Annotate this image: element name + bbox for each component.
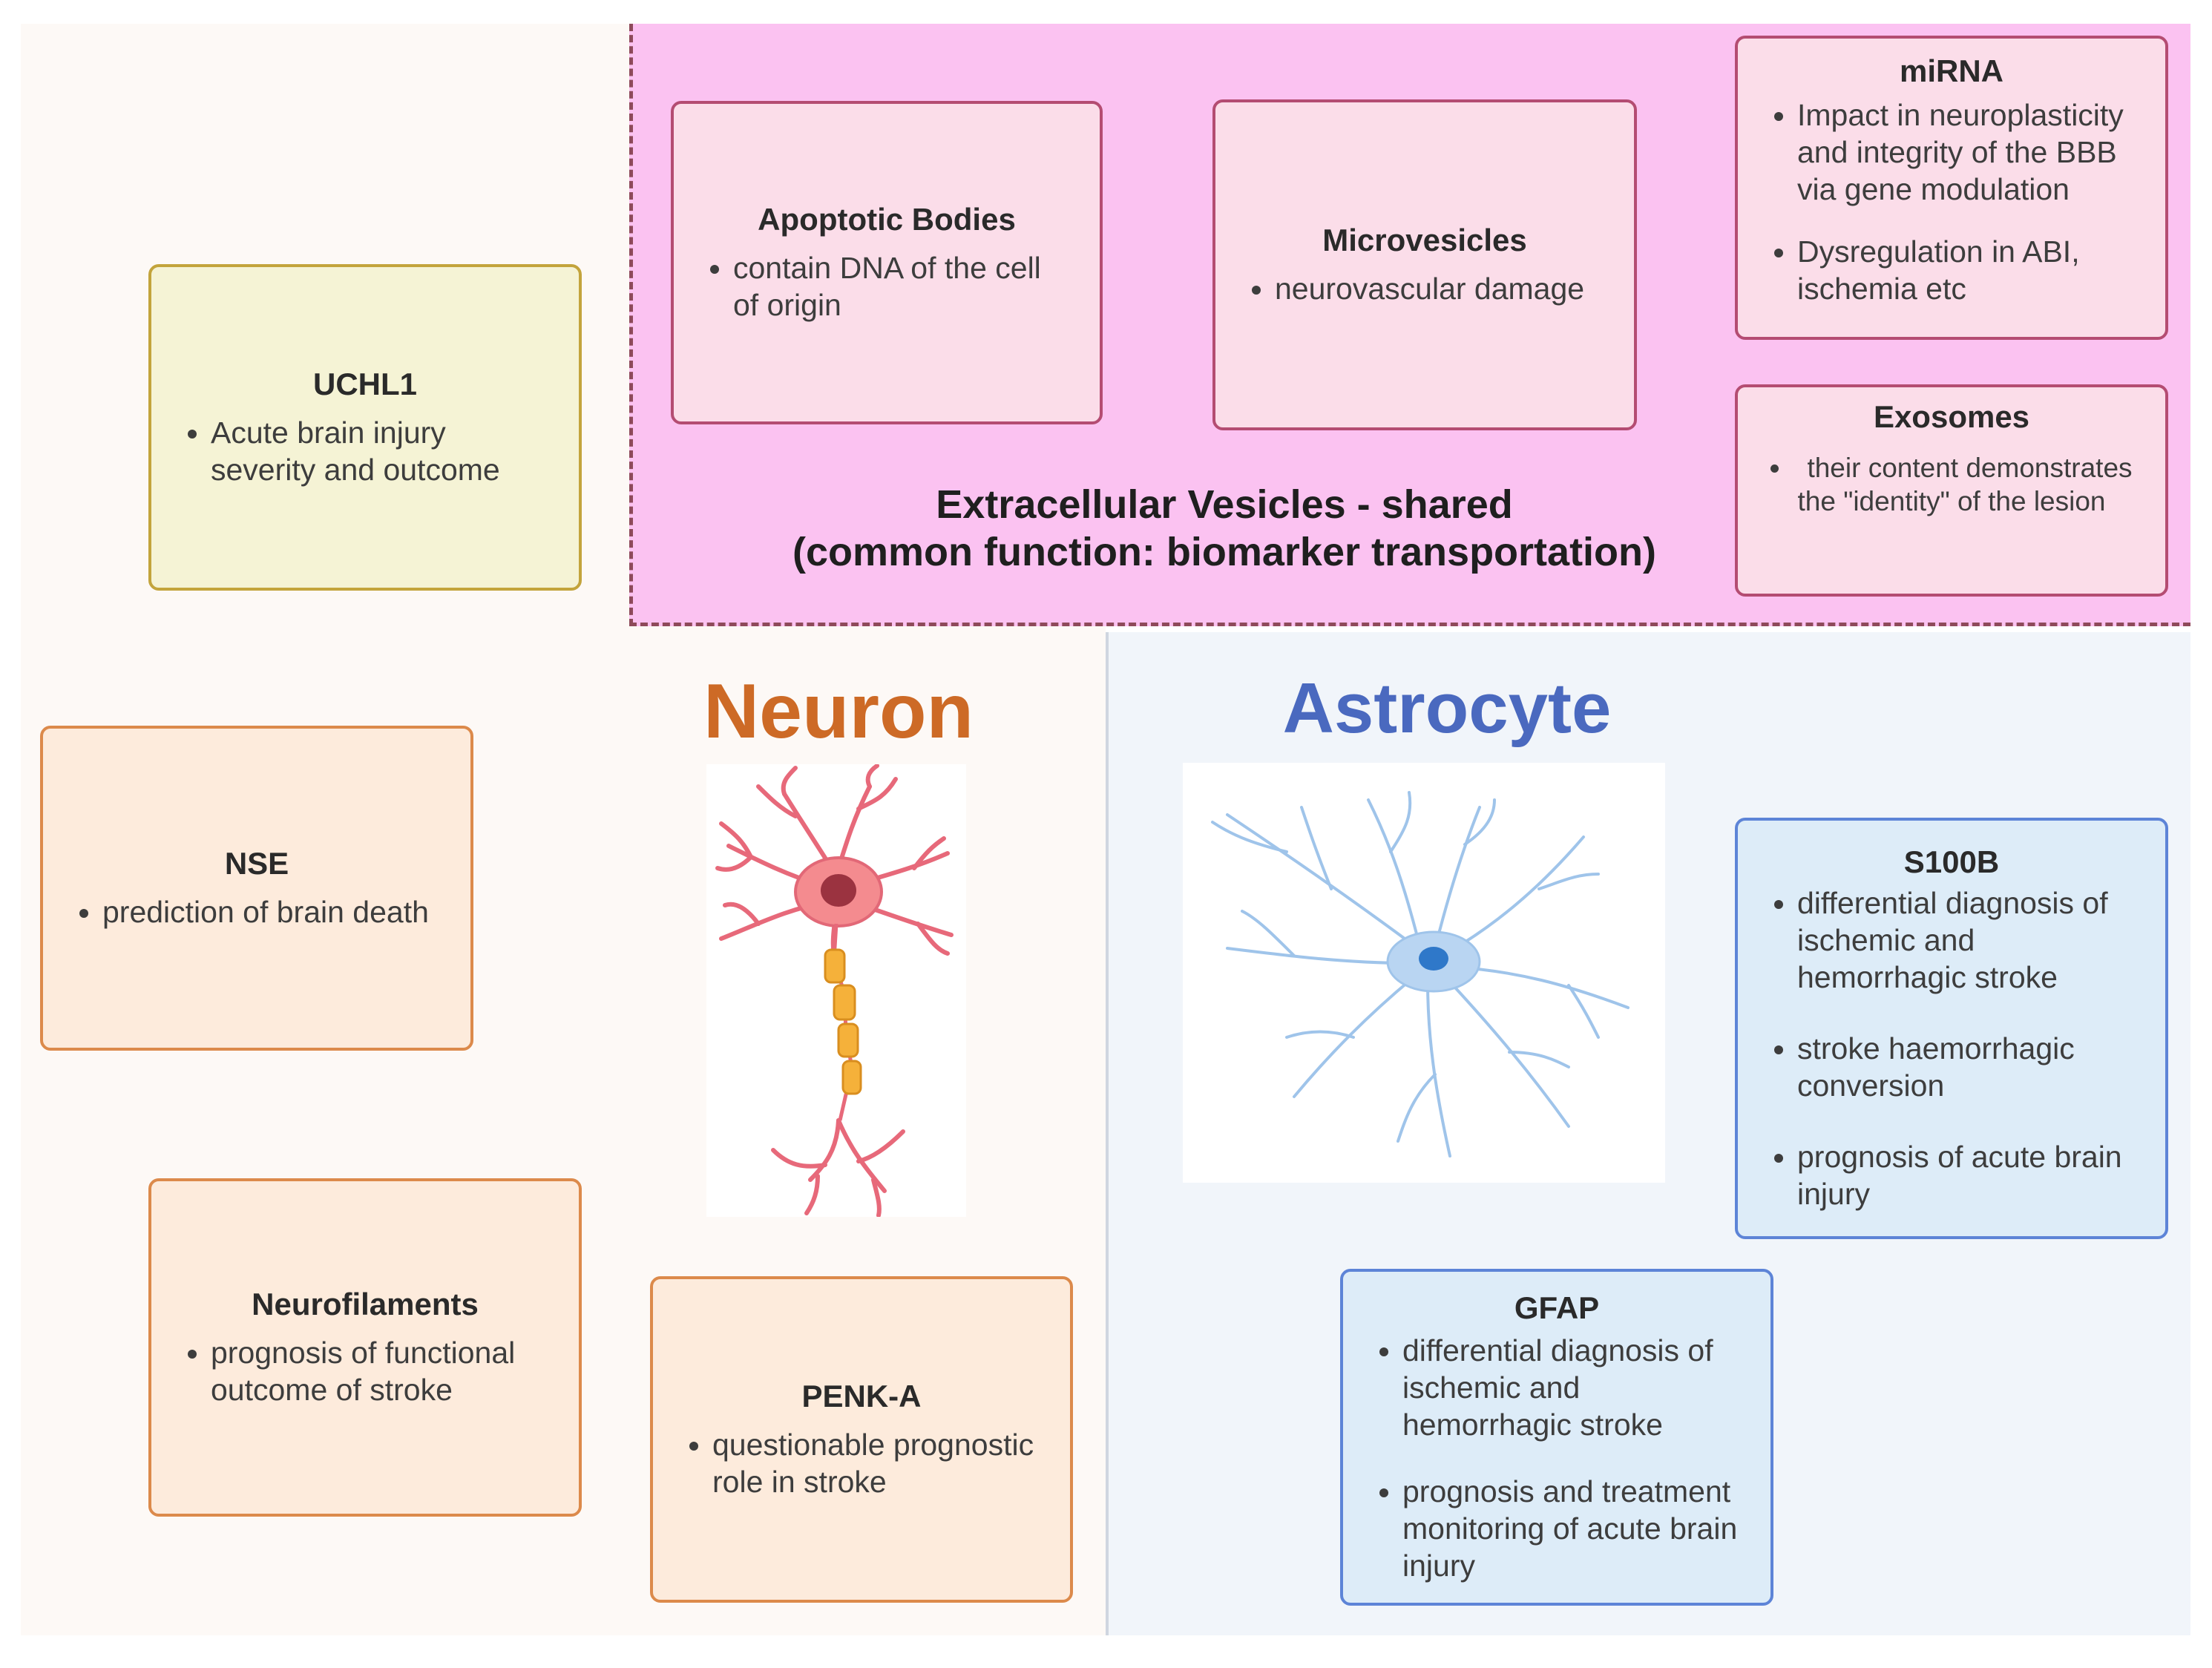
card-title: Apoptotic Bodies	[758, 202, 1016, 237]
bullet-item: neurovascular damage	[1275, 270, 1609, 307]
card-bullets: prognosis of functional outcome of strok…	[177, 1334, 554, 1408]
ev-title-line: Extracellular Vesicles - shared	[936, 482, 1513, 527]
bullet-item: prognosis of functional outcome of strok…	[211, 1334, 554, 1408]
card-gfap: GFAP differential diagnosis of ischemic …	[1340, 1269, 1773, 1606]
card-exosomes: Exosomes their content demonstrates the …	[1735, 384, 2168, 597]
card-title: Microvesicles	[1322, 223, 1527, 257]
bullet-item: Impact in neuroplasticity and integrity …	[1797, 96, 2140, 208]
card-bullets: their content demonstrates the "identity…	[1763, 451, 2140, 518]
bullet-item: Dysregulation in ABI, ischemia etc	[1797, 233, 2140, 307]
bullet-item: prediction of brain death	[102, 893, 445, 930]
card-bullets: differential diagnosis of ischemic and h…	[1368, 1332, 1745, 1584]
ev-section-title: Extracellular Vesicles - shared (common …	[757, 481, 1692, 576]
bullet-item: prognosis and treatment monitoring of ac…	[1402, 1473, 1745, 1584]
card-uchl1: UCHL1 Acute brain injury severity and ou…	[148, 264, 582, 591]
card-neurofilaments: Neurofilaments prognosis of functional o…	[148, 1178, 582, 1517]
card-mirna: miRNA Impact in neuroplasticity and inte…	[1735, 36, 2168, 340]
bullet-item: prognosis of acute brain injury	[1797, 1138, 2140, 1212]
card-title: NSE	[224, 846, 289, 881]
bullet-item: differential diagnosis of ischemic and h…	[1797, 884, 2140, 996]
card-title: PENK-A	[801, 1379, 922, 1413]
card-bullets: prediction of brain death	[68, 893, 445, 930]
bullet-item: Acute brain injury severity and outcome	[211, 414, 554, 488]
card-title: Neurofilaments	[252, 1287, 479, 1321]
card-title: miRNA	[1899, 53, 2003, 88]
card-title: GFAP	[1514, 1290, 1600, 1325]
card-title: Exosomes	[1873, 399, 2030, 434]
card-s100b: S100B differential diagnosis of ischemic…	[1735, 818, 2168, 1239]
card-microvesicles: Microvesicles neurovascular damage	[1212, 99, 1637, 430]
bullet-item: differential diagnosis of ischemic and h…	[1402, 1332, 1745, 1443]
neuron-title: Neuron	[703, 669, 974, 755]
card-bullets: questionable prognostic role in stroke	[678, 1426, 1045, 1500]
card-nse: NSE prediction of brain death	[40, 726, 473, 1051]
astrocyte-title: Astrocyte	[1282, 669, 1612, 748]
ev-subtitle-line: (common function: biomarker transportati…	[792, 530, 1657, 574]
astrocyte-illustration	[1183, 763, 1665, 1183]
bullet-item: contain DNA of the cell of origin	[733, 249, 1074, 324]
card-penk-a: PENK-A questionable prognostic role in s…	[650, 1276, 1073, 1603]
card-bullets: contain DNA of the cell of origin	[699, 249, 1074, 324]
bullet-item: questionable prognostic role in stroke	[712, 1426, 1045, 1500]
neuron-illustration	[706, 764, 966, 1217]
card-bullets: neurovascular damage	[1241, 270, 1609, 307]
card-bullets: differential diagnosis of ischemic and h…	[1763, 884, 2140, 1212]
bullet-item: their content demonstrates the "identity…	[1763, 451, 2140, 518]
card-bullets: Impact in neuroplasticity and integrity …	[1763, 96, 2140, 307]
bullet-item: stroke haemorrhagic conversion	[1797, 1030, 2140, 1104]
card-apoptotic-bodies: Apoptotic Bodies contain DNA of the cell…	[671, 101, 1103, 424]
card-title: UCHL1	[312, 367, 417, 401]
card-bullets: Acute brain injury severity and outcome	[177, 414, 554, 488]
card-title: S100B	[1903, 844, 2000, 879]
